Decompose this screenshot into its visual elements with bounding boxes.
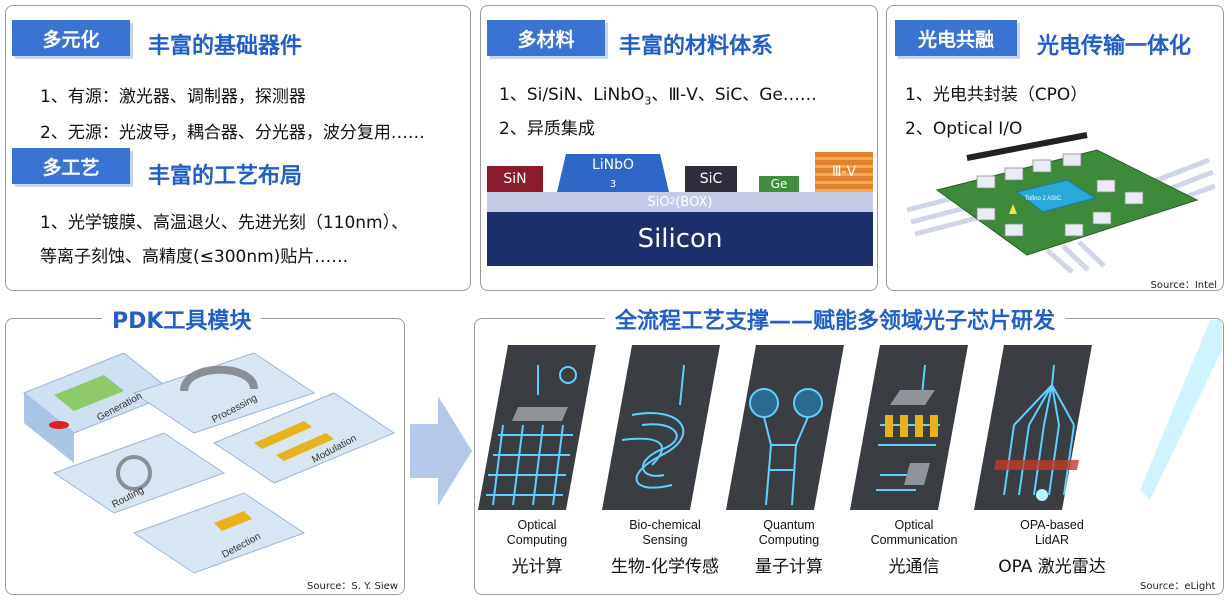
pdk-title: PDK工具模块 (102, 303, 262, 335)
tag-multi-process: 多工艺 (12, 148, 130, 184)
iii-v-layer: Ⅲ-Ⅴ (815, 152, 873, 192)
process-line-2: 等离子刻蚀、高精度(≤300nm)贴片…… (40, 247, 349, 267)
ring-chip-icon (726, 345, 844, 510)
cpo-package-illustration: Tofino 2 ASIC (906, 132, 1216, 274)
asic-label: Tofino 2 ASIC (1025, 196, 1062, 202)
app-2-zh: 量子计算 (755, 557, 823, 577)
heading-integration: 光电传输一体化 (1037, 34, 1192, 59)
mesh-chip-icon (478, 345, 596, 510)
linbo3-layer: LiNbO 3 (557, 154, 669, 192)
linbo3-sub: 3 (609, 179, 617, 190)
tag-multi-material: 多材料 (487, 20, 605, 56)
app-1-zh: 生物-化学传感 (610, 557, 720, 577)
app-4-zh: OPA 激光雷达 (998, 557, 1106, 577)
app-3-en: Optical Communication (870, 518, 958, 547)
materials-line-1-a: 1、Si/SiN、LiNbO (499, 85, 645, 105)
devices-line-2: 2、无源：光波导，耦合器、分光器，波分复用…… (40, 123, 425, 143)
materials-line-1: 1、Si/SiN、LiNbO3、Ⅲ-Ⅴ、SiC、Ge…… (499, 80, 817, 107)
app-0-en: Optical Computing (506, 518, 568, 547)
source-intel: Source：Intel (1150, 280, 1217, 291)
sin-layer: SiN (487, 166, 543, 192)
box-label-b: (BOX) (675, 194, 713, 210)
box-label-sub: 2 (669, 197, 676, 207)
tag-optoelectronic-fusion: 光电共融 (895, 20, 1017, 56)
tag-diversified: 多元化 (12, 20, 130, 56)
source-siew: Source：S. Y. Siew (307, 581, 398, 592)
silicon-layer: Silicon (487, 212, 873, 266)
app-0-zh: 光计算 (511, 557, 563, 577)
heading-material-system: 丰富的材料体系 (619, 34, 774, 59)
app-2-en: Quantum Computing (758, 518, 820, 547)
panel-applications: 全流程工艺支撑——赋能多领域光子芯片研发 (474, 303, 1224, 595)
panel-optoelectronic: 光电共融 光电传输一体化 1、光电共封装（CPO） 2、Optical I/O … (886, 5, 1224, 291)
sic-layer: SiC (685, 166, 737, 192)
app-3-zh: 光通信 (888, 557, 940, 577)
process-line-1: 1、光学镀膜、高温退火、先进光刻（110nm）、 (40, 213, 409, 233)
app-1-en: Bio-chemical Sensing (629, 518, 701, 547)
right-arrow-icon (410, 396, 472, 506)
pdk-modules-illustration: Generation Processing Modulation Routing… (23, 352, 396, 574)
ge-layer: Ge (759, 176, 799, 192)
heading-process-layout: 丰富的工艺布局 (148, 164, 303, 189)
panel-materials: 多材料 丰富的材料体系 1、Si/SiN、LiNbO3、Ⅲ-Ⅴ、SiC、Ge……… (480, 5, 878, 291)
materials-line-1-b: 、Ⅲ-Ⅴ、SiC、Ge…… (651, 85, 817, 105)
applications-title: 全流程工艺支撑——赋能多领域光子芯片研发 (605, 303, 1066, 335)
heading-basic-devices: 丰富的基础器件 (148, 34, 303, 59)
panel-pdk: PDK工具模块 Generation Processing Modulation… (5, 303, 405, 595)
materials-line-1-sub: 3 (644, 94, 652, 108)
materials-line-2: 2、异质集成 (499, 119, 595, 139)
devices-line-1: 1、有源：激光器、调制器，探测器 (40, 87, 306, 107)
panel-devices-processes: 多元化 丰富的基础器件 1、有源：激光器、调制器，探测器 2、无源：光波导，耦合… (5, 5, 471, 291)
cpo-line-2: 2、Optical I/O (905, 119, 1023, 139)
app-4-en: OPA-based LidAR (1020, 518, 1084, 547)
source-elight: Source：eLight (1140, 581, 1216, 592)
transceiver-chip-icon (850, 345, 968, 510)
opa-chip-icon (974, 345, 1092, 510)
linbo3-label: LiNbO (591, 157, 635, 173)
spiral-chip-icon (602, 345, 720, 510)
lidar-beam-icon (1140, 320, 1222, 500)
box-label-a: SiO (647, 194, 670, 210)
cpo-line-1: 1、光电共封装（CPO） (905, 85, 1088, 105)
